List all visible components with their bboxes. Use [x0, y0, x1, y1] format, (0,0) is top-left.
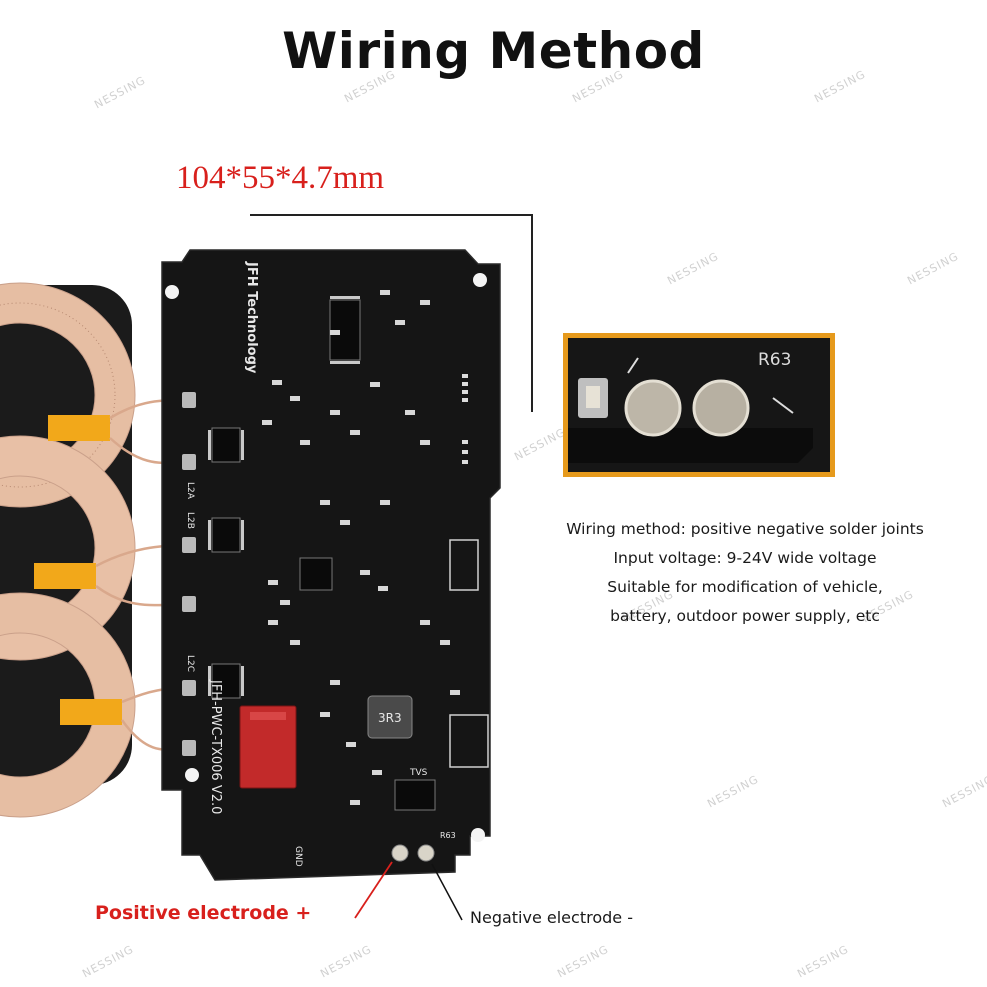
kapton-tape [34, 563, 96, 589]
positive-electrode-label: Positive electrode + [95, 902, 312, 924]
coil-label: L2C [185, 655, 195, 672]
kapton-tape [48, 415, 110, 441]
positive-pad [391, 844, 409, 862]
negative-pointer-line [431, 863, 463, 921]
gnd-label: GND [293, 846, 303, 867]
coil-solder-pads [182, 392, 196, 756]
zoom-inset: R63 [563, 333, 835, 477]
dimension-line-horizontal [250, 214, 532, 216]
dimension-line-vertical [531, 214, 533, 412]
negative-pad [417, 844, 435, 862]
negative-electrode-label: Negative electrode - [470, 908, 633, 927]
inductor-label: 3R3 [378, 711, 402, 725]
tvs-label: TVS [409, 768, 428, 778]
r63-label: R63 [440, 831, 456, 840]
pcb-model-text: JFH-PWC-TX006 V2.0 [208, 679, 223, 814]
pcb-brand-text: JFH Technology [244, 261, 259, 374]
coil-label: L2A [185, 482, 195, 500]
positive-pointer-line [354, 861, 393, 919]
spec-description: Wiring method: positive negative solder … [510, 515, 980, 631]
spec-line: Input voltage: 9-24V wide voltage [613, 549, 877, 567]
kapton-tape [60, 699, 122, 725]
spec-line: Wiring method: positive negative solder … [566, 520, 924, 538]
spec-line: Suitable for modification of vehicle, [607, 578, 883, 596]
board-dimensions: 104*55*4.7mm [176, 160, 385, 196]
pcb-board: JFH Technology JFH-PWC-TX006 V2.0 3R3 L2… [161, 249, 501, 881]
inset-detail [568, 338, 830, 472]
coil-label: L2B [185, 512, 195, 529]
inset-r63-label: R63 [758, 350, 792, 370]
page-title: Wiring Method [282, 22, 705, 80]
spec-line: battery, outdoor power supply, etc [610, 607, 880, 625]
charging-coils [0, 282, 191, 818]
